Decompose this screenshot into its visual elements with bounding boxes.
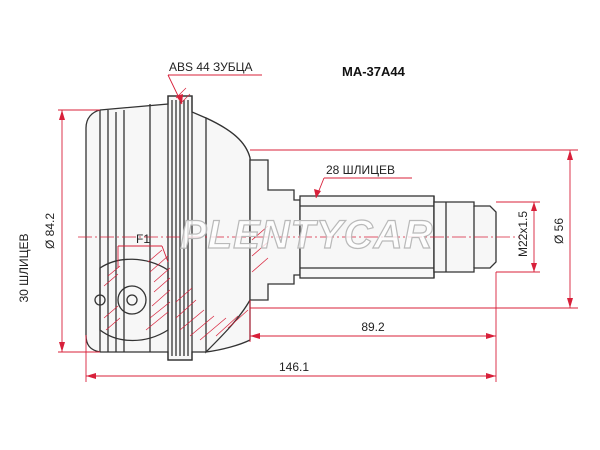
dimension-thread	[496, 201, 540, 273]
watermark-logo: PLENTYCAR	[180, 213, 433, 257]
shaft-length-label: 89.2	[361, 320, 385, 334]
dimension-shaft-diameter	[250, 149, 578, 309]
leader-f1	[117, 245, 169, 268]
section-hatching	[103, 225, 269, 341]
part-number: MA-37A44	[342, 64, 406, 79]
leader-outer-splines	[314, 177, 412, 199]
abs-teeth-label: ABS 44 ЗУБЦА	[169, 60, 253, 74]
outer-splines-label: 28 ШЛИЦЕВ	[326, 163, 395, 177]
leader-abs	[167, 74, 262, 105]
inner-splines-label: 30 ШЛИЦЕВ	[17, 233, 31, 302]
housing-diameter-label: Ø 84.2	[43, 213, 57, 249]
ball-center	[126, 294, 138, 306]
inner-bore-mark	[94, 294, 106, 306]
total-length-label: 146.1	[279, 360, 309, 374]
f1-label: F1	[136, 232, 150, 246]
dimension-housing-diameter	[58, 109, 100, 353]
dimension-total-length	[85, 335, 497, 382]
shaft-diameter-label: Ø 56	[552, 218, 566, 244]
thread-label: M22x1.5	[516, 211, 530, 257]
ball	[117, 285, 147, 315]
abs-ring-teeth	[171, 100, 189, 356]
dimension-shaft-length	[249, 272, 497, 342]
inner-race-section	[99, 258, 169, 342]
